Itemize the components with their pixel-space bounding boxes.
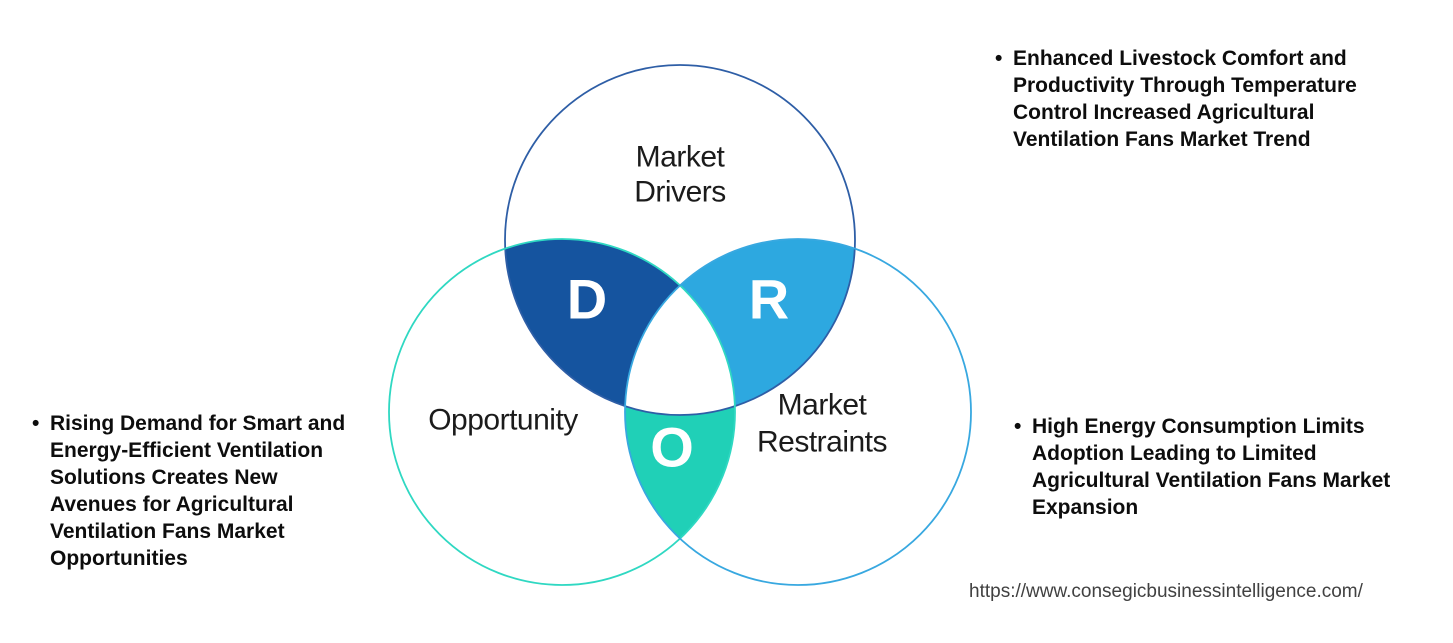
venn-circle-restraints [624,238,972,586]
bullet-line: Energy-Efficient Ventilation [50,439,324,462]
bullet-line: Avenues for Agricultural [50,493,294,516]
bullet-restraint-text: High Energy Consumption Limits Adoption … [1032,413,1390,521]
bullet-line: Adoption Leading to Limited [1032,442,1317,465]
bullet-marker-icon: • [32,412,40,435]
letter-o: O [650,416,694,479]
bullet-line: Productivity Through Temperature [1013,74,1357,97]
bullet-line: Rising Demand for Smart and [50,412,346,435]
source-url: https://www.consegicbusinessintelligence… [969,581,1363,602]
bullet-driver-trend-text: Enhanced Livestock Comfort and Productiv… [1013,45,1357,153]
bullet-line: Enhanced Livestock Comfort and [1013,47,1347,70]
label-market-restraints-line1: Market [778,389,868,422]
bullet-line: Ventilation Fans Market [50,520,285,543]
bullet-marker-icon: • [1014,415,1022,438]
bullet-marker-icon: • [995,47,1003,70]
label-market-restraints-line2: Restraints [757,426,887,459]
label-opportunity: Opportunity [428,404,578,437]
bullet-line: Ventilation Fans Market Trend [1013,128,1311,151]
bullet-line: Control Increased Agricultural [1013,101,1315,124]
bullet-driver-trend: • Enhanced Livestock Comfort and Product… [995,45,1357,153]
bullet-opportunity: • Rising Demand for Smart and Energy-Eff… [32,410,345,572]
letter-r: R [749,268,789,331]
bullet-line: High Energy Consumption Limits [1032,415,1365,438]
bullet-line: Opportunities [50,547,188,570]
bullet-opportunity-text: Rising Demand for Smart and Energy-Effic… [50,410,345,572]
label-market-drivers-line1: Market [636,141,726,174]
bullet-line: Expansion [1032,496,1139,519]
label-market-drivers-line2: Drivers [634,176,726,209]
bullet-line: Agricultural Ventilation Fans Market [1032,469,1391,492]
bullet-restraint: • High Energy Consumption Limits Adoptio… [1014,413,1390,521]
bullet-line: Solutions Creates New [50,466,278,489]
venn-circle-opportunity [388,238,736,586]
venn-circle-drivers [504,64,856,416]
letter-d: D [567,268,607,331]
